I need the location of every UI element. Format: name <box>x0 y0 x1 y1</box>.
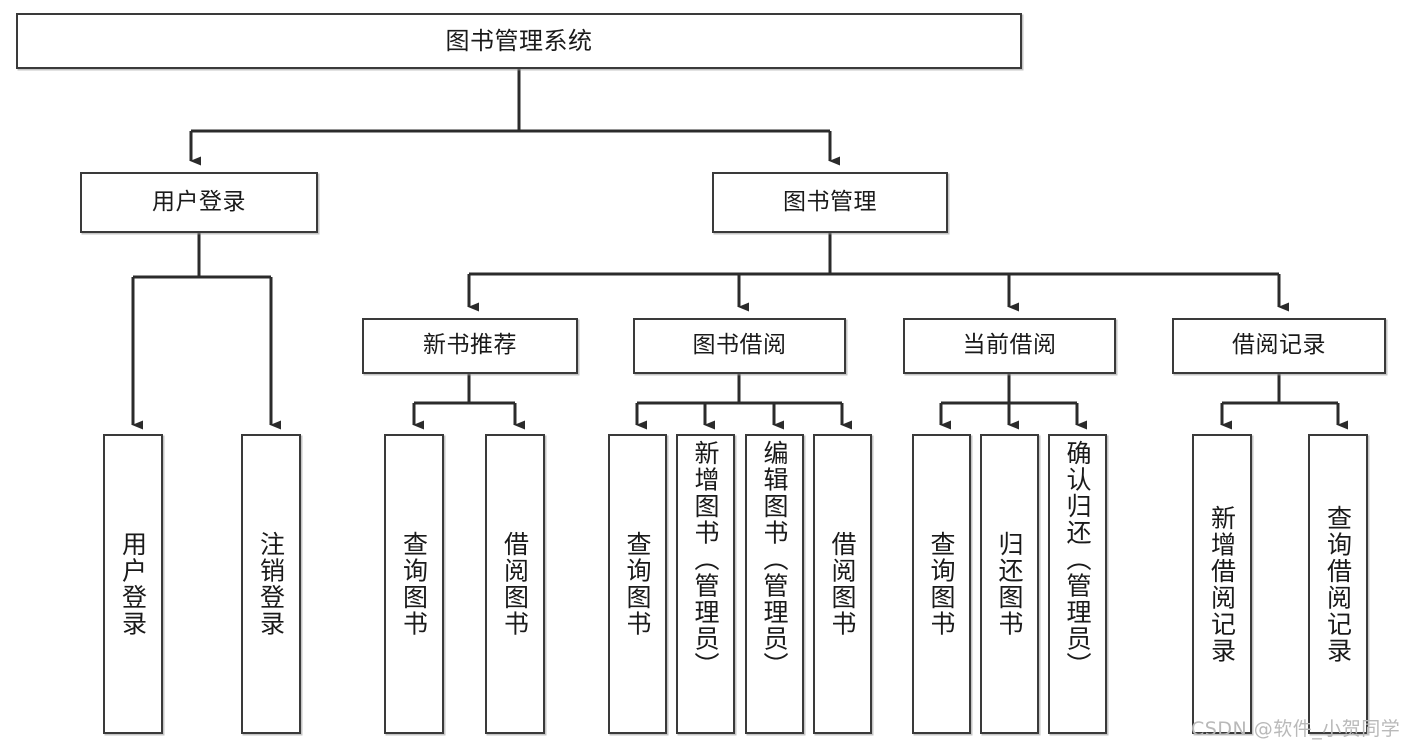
node-label: 注销登录 <box>256 531 286 637</box>
leaf-query-book-recommend[interactable]: 查询图书 <box>384 434 444 734</box>
node-label: 编辑图书（管理员） <box>760 440 789 679</box>
node-label: 图书管理 <box>783 188 877 215</box>
node-label: 查询借阅记录 <box>1323 504 1353 664</box>
leaf-borrow-book[interactable]: 借阅图书 <box>813 434 872 734</box>
node-label: 图书借阅 <box>692 332 787 359</box>
node-label: 用户登录 <box>152 188 246 215</box>
node-borrow-record[interactable]: 借阅记录 <box>1172 318 1386 374</box>
leaf-query-borrow-record[interactable]: 查询借阅记录 <box>1308 434 1368 734</box>
node-label: 查询图书 <box>927 531 956 637</box>
node-label: 借阅图书 <box>500 531 530 637</box>
leaf-query-book-current[interactable]: 查询图书 <box>912 434 971 734</box>
node-label: 借阅图书 <box>828 531 857 637</box>
node-label: 新增图书（管理员） <box>691 440 720 679</box>
leaf-add-book-admin[interactable]: 新增图书（管理员） <box>676 434 735 734</box>
node-label: 查询图书 <box>623 531 652 637</box>
node-label: 新增借阅记录 <box>1207 504 1237 664</box>
node-label: 图书管理系统 <box>445 26 593 55</box>
node-current-borrow[interactable]: 当前借阅 <box>903 318 1116 374</box>
node-label: 查询图书 <box>399 531 429 637</box>
node-new-book-recommend[interactable]: 新书推荐 <box>362 318 578 374</box>
node-book-management[interactable]: 图书管理 <box>712 172 948 233</box>
node-root-book-management-system[interactable]: 图书管理系统 <box>16 13 1022 69</box>
node-user-login[interactable]: 用户登录 <box>80 172 318 233</box>
node-label: 用户登录 <box>118 531 148 637</box>
csdn-watermark: CSDN @软件_小贺同学 <box>1191 718 1401 740</box>
leaf-add-borrow-record[interactable]: 新增借阅记录 <box>1192 434 1252 734</box>
node-label: 当前借阅 <box>962 332 1057 359</box>
leaf-edit-book-admin[interactable]: 编辑图书（管理员） <box>745 434 804 734</box>
node-label: 借阅记录 <box>1232 332 1326 359</box>
node-label: 确认归还（管理员） <box>1063 440 1092 679</box>
node-label: 归还图书 <box>995 531 1024 637</box>
leaf-query-book-borrow[interactable]: 查询图书 <box>608 434 667 734</box>
leaf-user-login[interactable]: 用户登录 <box>103 434 163 734</box>
node-label: 新书推荐 <box>423 332 517 359</box>
leaf-return-book[interactable]: 归还图书 <box>980 434 1039 734</box>
leaf-borrow-book-recommend[interactable]: 借阅图书 <box>485 434 545 734</box>
node-book-borrow[interactable]: 图书借阅 <box>633 318 846 374</box>
leaf-confirm-return-admin[interactable]: 确认归还（管理员） <box>1048 434 1107 734</box>
leaf-logout[interactable]: 注销登录 <box>241 434 301 734</box>
